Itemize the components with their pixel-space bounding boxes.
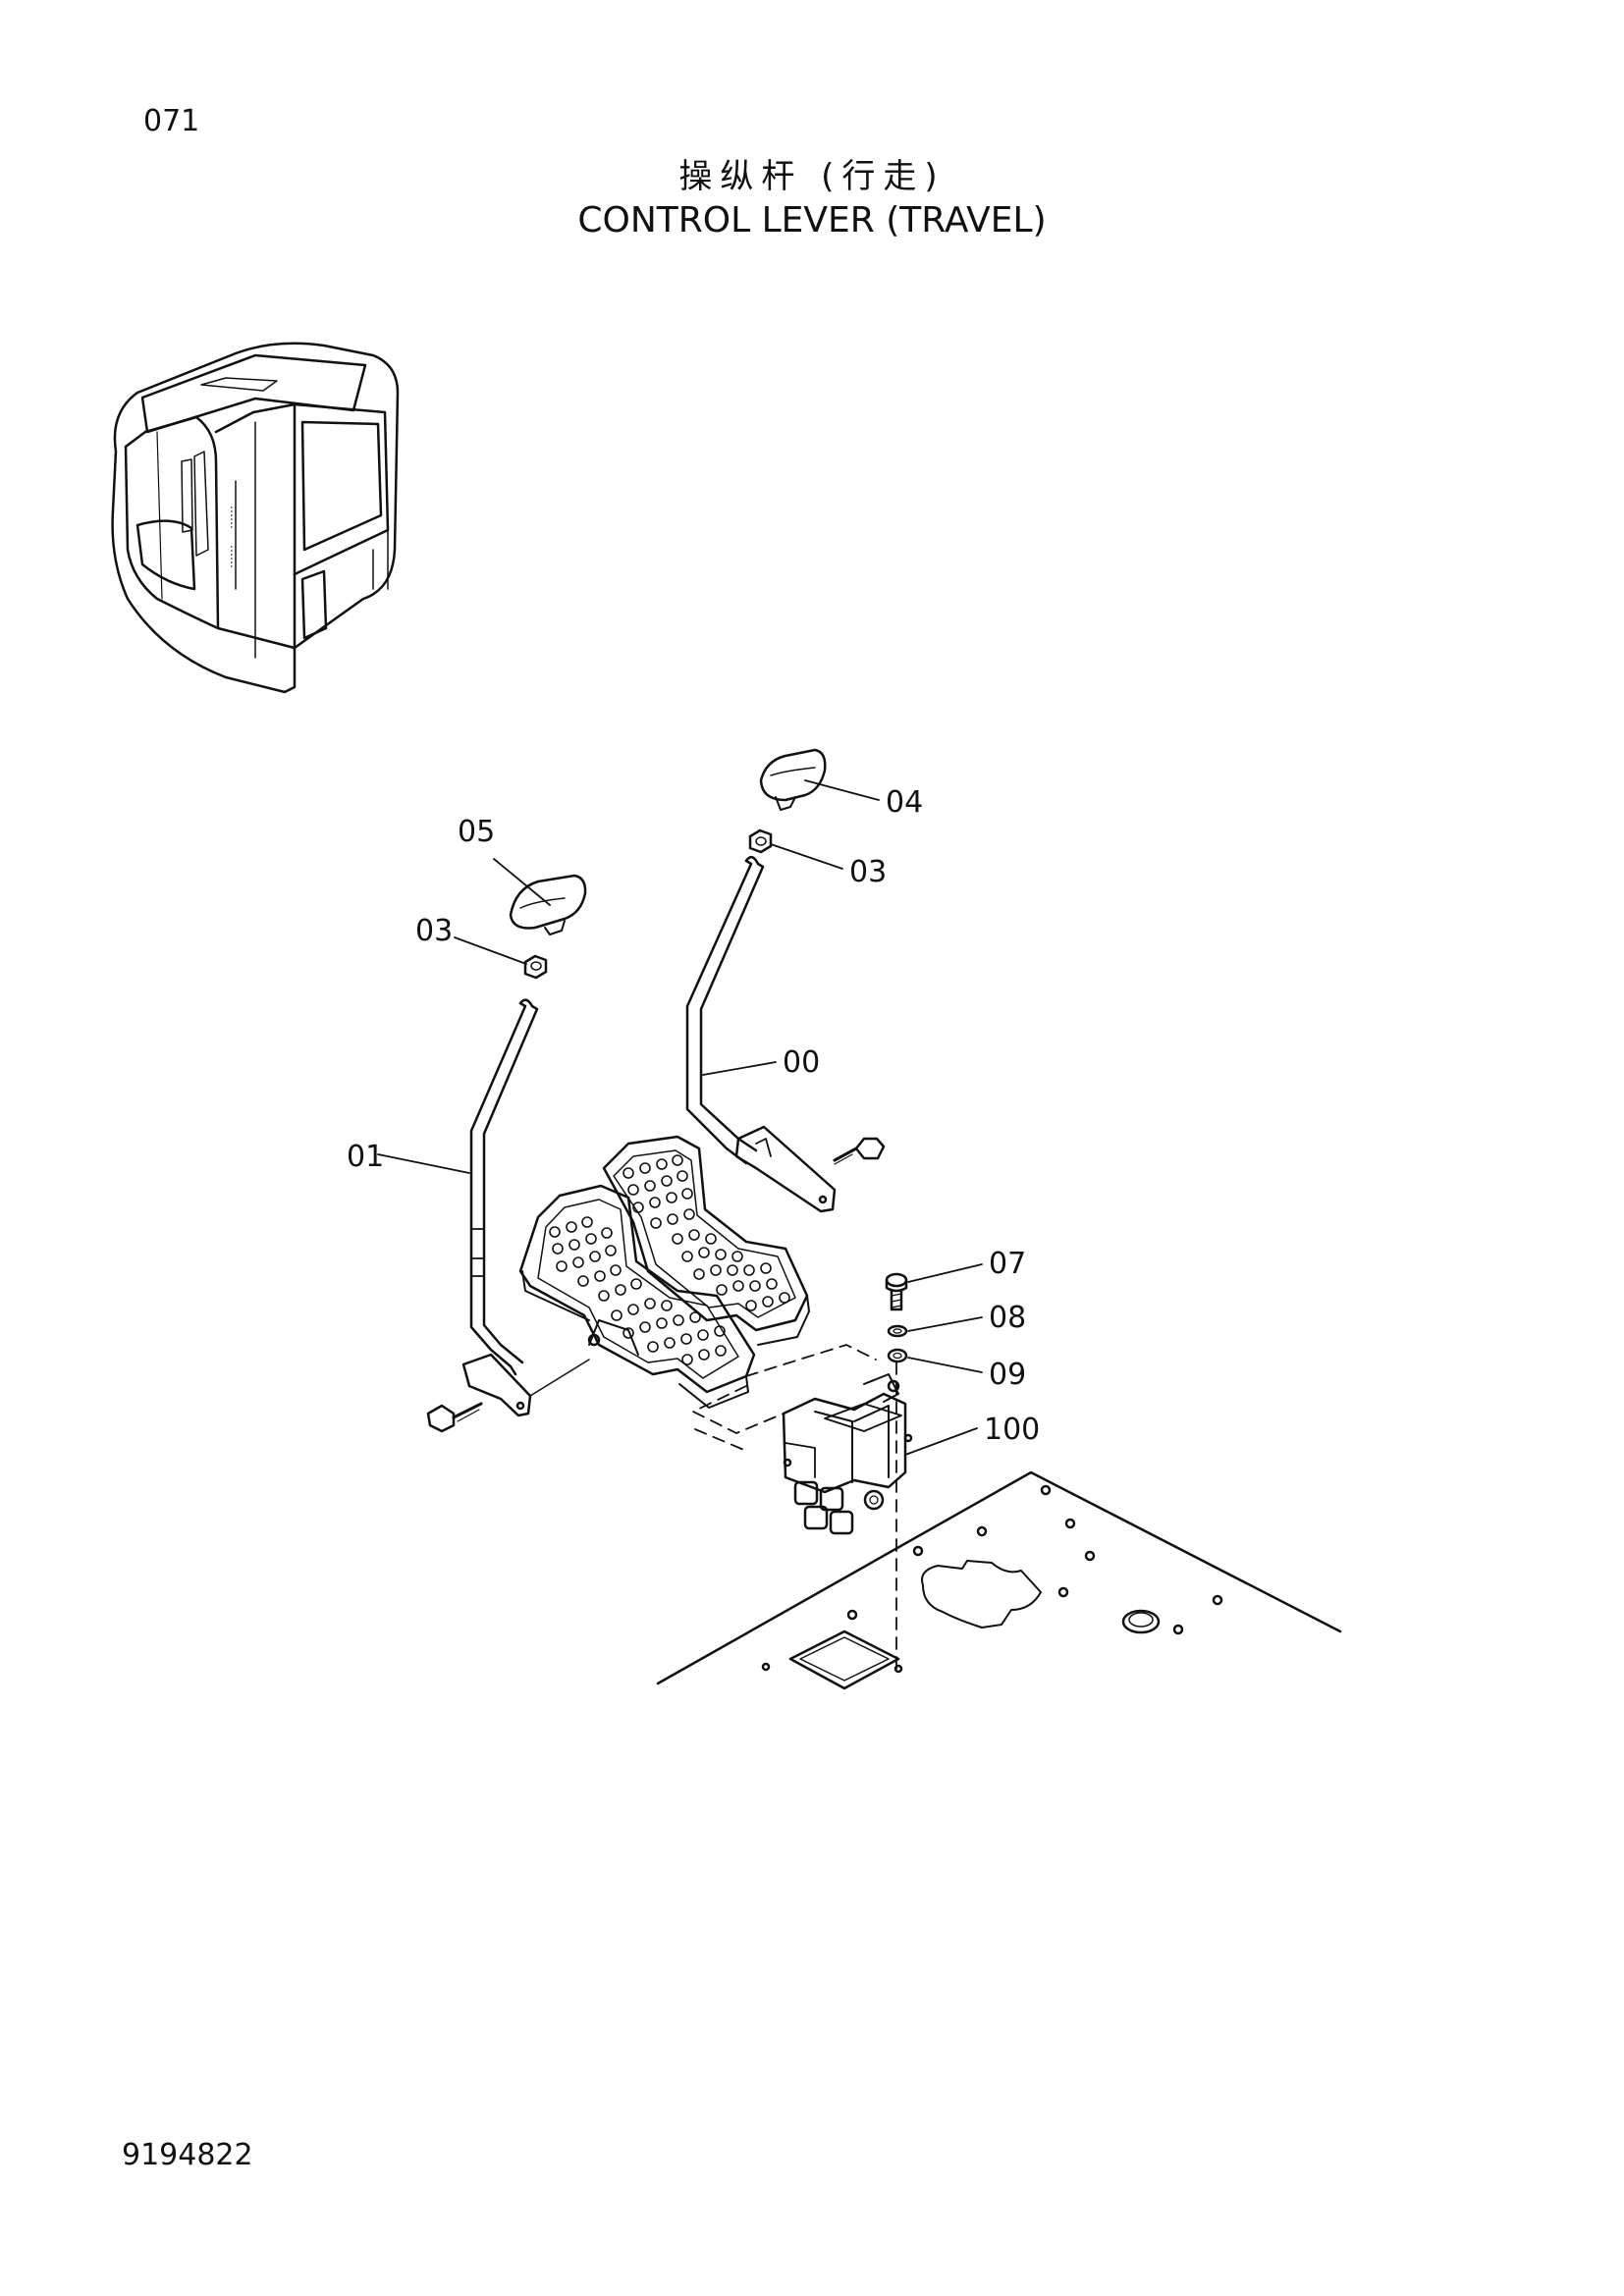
pilot-valve-100 <box>782 1373 913 1535</box>
leader-lines <box>377 779 983 1456</box>
assembly-lines <box>692 1344 897 1670</box>
callout-09: 09 <box>989 1358 1026 1392</box>
callout-05: 05 <box>458 815 495 849</box>
page-number: 071 <box>143 104 200 138</box>
cab-illustration: ⋯⋯ ⋯⋯ <box>111 342 400 694</box>
title-english: CONTROL LEVER (TRAVEL) <box>577 200 1047 240</box>
callout-08: 08 <box>989 1301 1026 1335</box>
floor-plate <box>656 1470 1342 1690</box>
callout-00: 00 <box>783 1045 820 1080</box>
svg-text:⋯⋯: ⋯⋯ <box>225 545 239 568</box>
document-number: 9194822 <box>122 2138 253 2172</box>
callout-04: 04 <box>886 785 923 820</box>
title-chinese: 操纵杆 (行走) <box>678 157 946 196</box>
svg-text:⋯⋯: ⋯⋯ <box>225 506 239 529</box>
small-parts <box>885 1272 908 1363</box>
lever-01 <box>426 874 590 1433</box>
callout-03-right: 03 <box>849 855 887 889</box>
callout-03-left: 03 <box>415 914 453 948</box>
lever-00 <box>685 748 886 1213</box>
callout-07: 07 <box>989 1247 1026 1281</box>
callout-01: 01 <box>347 1140 384 1174</box>
foot-pedals <box>518 1135 810 1409</box>
callout-100: 100 <box>984 1413 1040 1447</box>
